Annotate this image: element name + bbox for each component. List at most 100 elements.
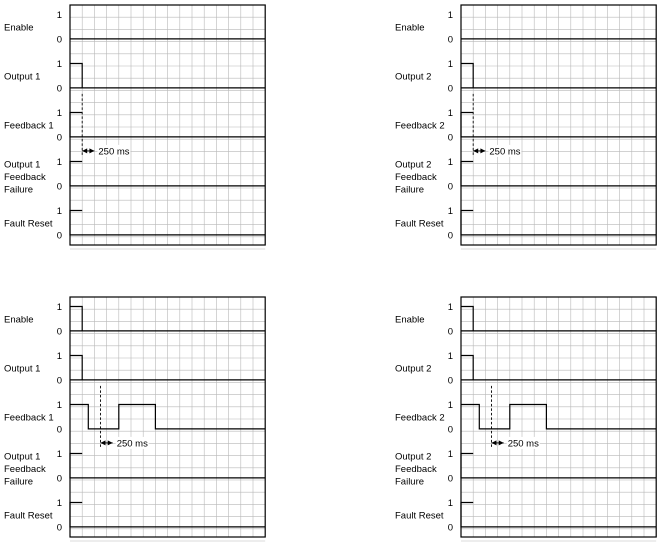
signal-label-line: Enable: [395, 315, 425, 326]
grid: [69, 4, 266, 250]
level-low-label: 0: [448, 326, 453, 337]
level-low-label: 0: [57, 132, 62, 143]
signal-label-line: Feedback: [395, 464, 437, 475]
signal-label-line: Failure: [4, 185, 33, 196]
level-high-label: 1: [57, 302, 62, 313]
delay-annotation: 250 ms: [100, 385, 149, 449]
arrow-left-icon: [473, 148, 479, 154]
delay-label: 250 ms: [489, 146, 520, 157]
waveform-output: [70, 354, 266, 381]
waveform-feedback-failure: [69, 452, 266, 479]
signal-label-line: Output 1: [4, 160, 40, 171]
signal-label-line: Feedback: [4, 464, 46, 475]
waveform-output: [461, 354, 657, 381]
signal-label-fault-reset: Fault Reset: [395, 219, 444, 230]
level-low-label: 0: [57, 522, 62, 533]
level-low-label: 0: [57, 230, 62, 241]
arrow-right-icon: [107, 440, 113, 446]
grid-border: [460, 296, 657, 538]
delay-label-background: [115, 436, 149, 449]
signal-label-fault-reset: Fault Reset: [4, 219, 53, 230]
signal-label-line: Output 1: [4, 452, 40, 463]
level-low-label: 0: [448, 181, 453, 192]
signal-label-enable: Enable: [4, 315, 34, 326]
signal-label-line: Feedback 2: [395, 413, 445, 424]
waveform-feedback: [70, 403, 266, 430]
signal-label-feedback: Feedback 2: [395, 413, 445, 424]
waveform-fault-reset: [460, 501, 657, 528]
level-high-label: 1: [448, 351, 453, 362]
grid: [69, 296, 266, 542]
signal-label-line: Feedback: [4, 172, 46, 183]
signal-label-line: Failure: [4, 477, 33, 488]
level-high-label: 1: [448, 302, 453, 313]
level-high-label: 1: [448, 108, 453, 119]
level-high-label: 1: [448, 59, 453, 70]
delay-label-background: [488, 144, 522, 157]
level-low-label: 0: [448, 522, 453, 533]
signal-output: 1 0 Output 2: [395, 59, 657, 94]
delay-label: 250 ms: [117, 438, 148, 449]
signal-label-line: Enable: [4, 315, 34, 326]
waveform-feedback-failure: [460, 452, 657, 479]
signal-label-line: Feedback: [395, 172, 437, 183]
level-low-label: 0: [448, 473, 453, 484]
delay-annotation: 250 ms: [472, 93, 522, 157]
delay-label: 250 ms: [98, 146, 129, 157]
grid: [460, 296, 657, 542]
signal-label-enable: Enable: [395, 315, 425, 326]
signal-label-line: Enable: [4, 23, 34, 34]
level-low-label: 0: [57, 83, 62, 94]
signal-label-line: Enable: [395, 23, 425, 34]
level-high-label: 1: [448, 157, 453, 168]
signal-label-output: Output 2: [395, 72, 431, 83]
signal-label-output: Output 1: [4, 72, 40, 83]
signal-label-line: Fault Reset: [395, 219, 444, 230]
level-high-label: 1: [57, 449, 62, 460]
grid-border: [69, 296, 266, 538]
delay-annotation: 250 ms: [81, 93, 131, 157]
signal-label-feedback: Feedback 1: [4, 413, 54, 424]
level-low-label: 0: [448, 424, 453, 435]
signal-label-line: Fault Reset: [4, 219, 53, 230]
signal-label-feedback: Feedback 2: [395, 121, 445, 132]
signal-label-line: Output 2: [395, 72, 431, 83]
signal-label-fault-reset: Fault Reset: [395, 511, 444, 522]
waveform-enable: [70, 305, 266, 332]
waveform-fault-reset: [69, 501, 266, 528]
signal-label-line: Output 1: [4, 364, 40, 375]
waveform-feedback: [69, 111, 266, 138]
signal-label-output: Output 2: [395, 364, 431, 375]
arrow-right-icon: [480, 148, 486, 154]
signal-label-line: Output 1: [4, 72, 40, 83]
signal-label-line: Output 2: [395, 452, 431, 463]
level-low-label: 0: [57, 375, 62, 386]
signal-label-enable: Enable: [4, 23, 34, 34]
signal-enable: 1 0 Enable: [395, 302, 657, 337]
waveform-fault-reset: [69, 209, 266, 236]
delay-label-background: [97, 144, 131, 157]
level-low-label: 0: [448, 132, 453, 143]
level-low-label: 0: [448, 83, 453, 94]
level-high-label: 1: [57, 400, 62, 411]
